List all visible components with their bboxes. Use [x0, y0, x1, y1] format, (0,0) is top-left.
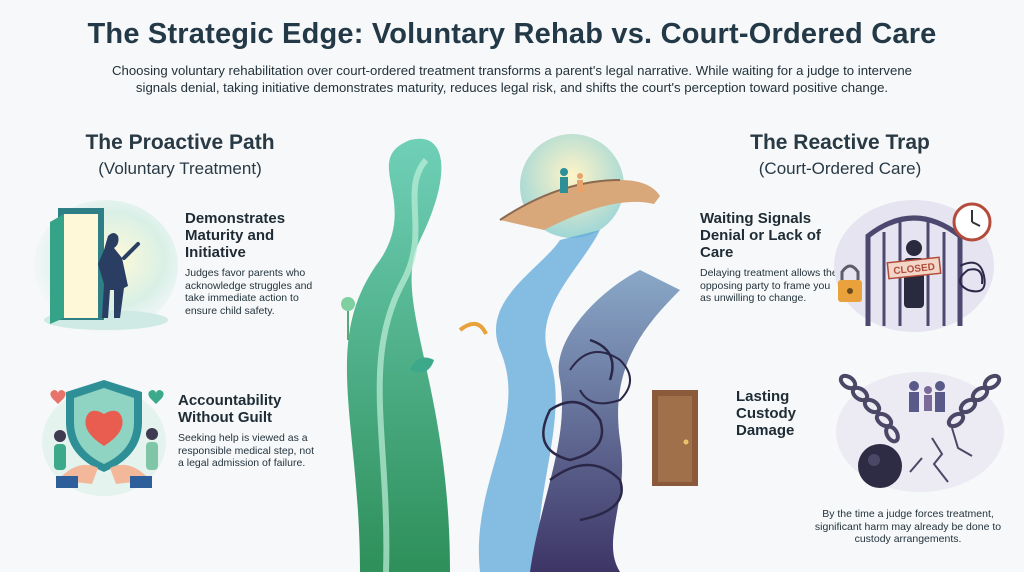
shield-heart-icon [38, 372, 170, 498]
feature-denial: Waiting Signals Denial or Lack of Care D… [700, 210, 838, 305]
feature-accountability-desc: Seeking help is viewed as a responsible … [178, 432, 314, 469]
feature-accountability: Accountability Without Guilt Seeking hel… [178, 392, 318, 470]
reactive-title: The Reactive Trap [750, 131, 930, 154]
feature-custody: Lasting Custody Damage [736, 388, 836, 439]
feature-denial-desc: Delaying treatment allows the opposing p… [700, 267, 838, 304]
proactive-title: The Proactive Path [85, 131, 275, 154]
diverging-paths-illustration [300, 120, 720, 572]
proactive-subtitle: (Voluntary Treatment) [98, 159, 262, 178]
page-subtitle: Choosing voluntary rehabilitation over c… [111, 63, 913, 95]
feature-custody-title: Lasting Custody Damage [736, 388, 796, 439]
page-title: The Strategic Edge: Voluntary Rehab vs. … [87, 18, 937, 50]
feature-custody-desc: By the time a judge forces treatment, si… [814, 508, 1002, 545]
locked-gate-icon: CLOSED [828, 196, 998, 332]
feature-custody-note: By the time a judge forces treatment, si… [808, 508, 1008, 546]
feature-accountability-title: Accountability Without Guilt [178, 392, 282, 426]
closed-sign-label: CLOSED [893, 262, 936, 277]
reactive-subtitle: (Court-Ordered Care) [758, 159, 922, 178]
open-door-icon [28, 196, 178, 332]
feature-maturity-title: Demonstrates Maturity and Initiative [185, 210, 286, 261]
feature-maturity-desc: Judges favor parents who acknowledge str… [185, 267, 313, 317]
broken-chain-icon [832, 368, 1008, 498]
reactive-heading: The Reactive Trap (Court-Ordered Care) [710, 131, 970, 179]
proactive-heading: The Proactive Path (Voluntary Treatment) [40, 131, 320, 179]
feature-denial-title: Waiting Signals Denial or Lack of Care [700, 210, 821, 261]
feature-maturity: Demonstrates Maturity and Initiative Jud… [185, 210, 330, 317]
